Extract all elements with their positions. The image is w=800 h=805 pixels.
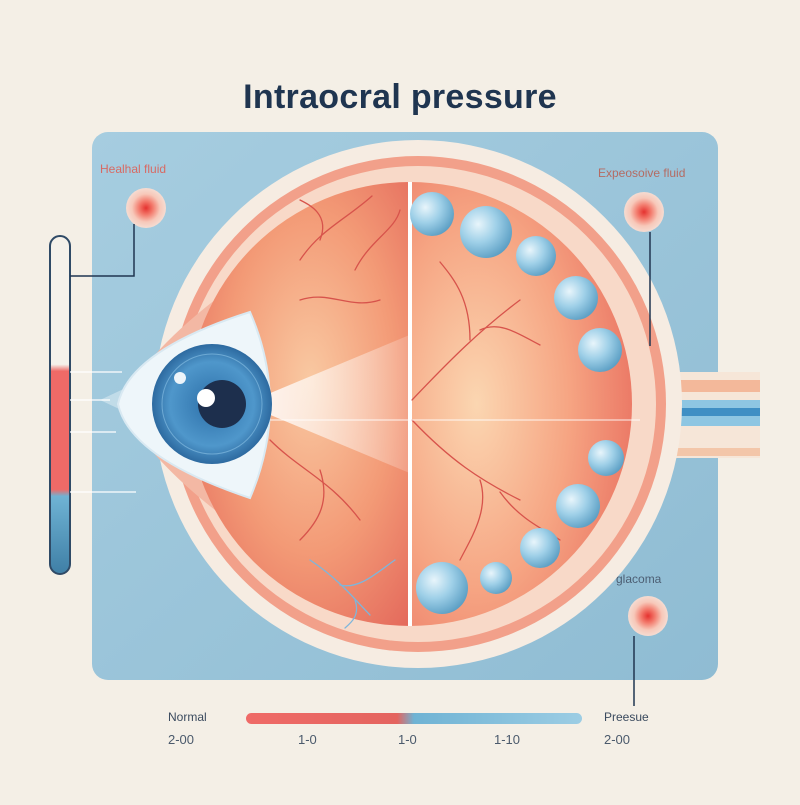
scale-tick-label: 2-00 (604, 732, 631, 747)
fluid-bubble (416, 562, 468, 614)
excessive-fluid-label: Expeosoive fluid (598, 166, 686, 180)
healthy-leader-line (70, 224, 135, 277)
fluid-bubble (578, 328, 622, 372)
pressure-gauge-bar (49, 235, 71, 575)
pressure-scale-bar (246, 713, 582, 724)
veins-right (411, 261, 561, 561)
fluid-bubble (460, 206, 512, 258)
fluid-bubble (554, 276, 598, 320)
excessive-fluid-dot (624, 192, 664, 232)
fluid-bubble (516, 236, 556, 276)
veins-left (269, 195, 401, 541)
scale-tick-label: 1-0 (298, 732, 317, 747)
pressure-label: Preesue (604, 710, 649, 724)
scale-tick-label: 1-0 (398, 732, 417, 747)
scale-tick-label: 1-10 (494, 732, 521, 747)
pupil-highlight (197, 389, 215, 407)
fluid-bubbles (410, 192, 624, 614)
normal-label: Normal (168, 710, 207, 724)
iris-highlight (174, 372, 186, 384)
iris-ring (161, 353, 263, 455)
fluid-bubble (556, 484, 600, 528)
fluid-bubble (588, 440, 624, 476)
glaucoma-label: glacoma (616, 572, 662, 586)
scale-tick-label: 2-00 (168, 732, 195, 747)
callout-excessive (624, 192, 664, 346)
healthy-fluid-dot (126, 188, 166, 228)
veins-left-blue (309, 559, 396, 629)
fluid-bubble (480, 562, 512, 594)
callout-healthy (70, 188, 166, 277)
pressure-gauge (49, 235, 136, 575)
fluid-bubble (520, 528, 560, 568)
callout-glaucoma (628, 596, 668, 706)
page-title: Intraocral pressure (243, 78, 557, 116)
healthy-fluid-label: Healhal fluid (100, 162, 167, 176)
fluid-bubble (410, 192, 454, 236)
glaucoma-dot (628, 596, 668, 636)
light-beam (244, 334, 412, 474)
